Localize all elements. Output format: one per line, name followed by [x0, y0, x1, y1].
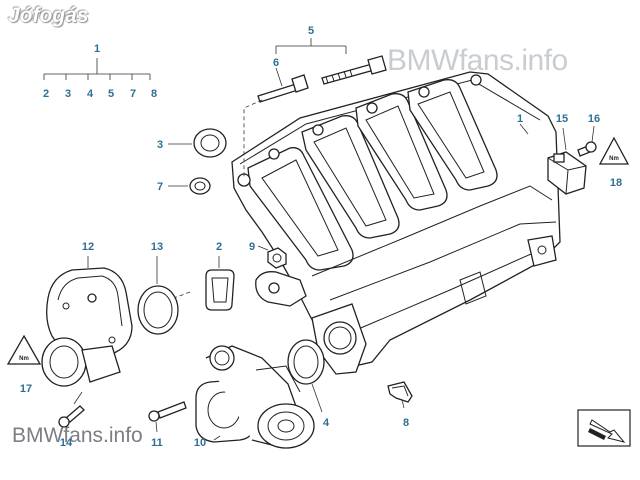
- callout-sub-3: 3: [65, 88, 71, 100]
- svg-text:Nm: Nm: [609, 156, 619, 162]
- sensor-15: [547, 127, 587, 195]
- screw-16: [577, 125, 597, 157]
- rectangular-seal-2: [205, 256, 235, 311]
- callout-sub-8: 8: [151, 88, 157, 100]
- callout-1: 1: [517, 113, 523, 125]
- group-bracket-1: [43, 58, 151, 80]
- bolt-5: [321, 55, 387, 85]
- gasket-ring-4: [287, 339, 325, 413]
- callout-9: 9: [249, 241, 255, 253]
- seal-ring-7: [168, 177, 211, 195]
- watermark-top: BMWfans.info: [387, 44, 568, 77]
- callout-7: 7: [157, 181, 163, 193]
- gasket-13: [137, 256, 179, 335]
- next-page-arrow-icon[interactable]: [577, 409, 631, 447]
- callout-sub-2: 2: [43, 88, 49, 100]
- callout-3: 3: [157, 139, 163, 151]
- callout-sub-5: 5: [108, 88, 114, 100]
- callout-16: 16: [588, 113, 600, 125]
- bolt-14: [58, 391, 85, 428]
- callout-sub-4: 4: [87, 88, 94, 100]
- callout-12: 12: [82, 241, 94, 253]
- callout-14: 14: [60, 437, 73, 449]
- bolt-11: [148, 401, 187, 433]
- torque-symbol-18: Nm: [598, 136, 630, 165]
- callout-10: 10: [194, 437, 206, 449]
- clip-8: [387, 381, 413, 409]
- callout-11: 11: [151, 437, 163, 449]
- callout-2: 2: [216, 241, 222, 253]
- callout-sub-7: 7: [130, 88, 136, 100]
- seal-ring-3: [168, 128, 227, 158]
- callout-8: 8: [403, 417, 409, 429]
- callout-13: 13: [151, 241, 163, 253]
- callout-18: 18: [610, 177, 622, 189]
- intake-manifold: [231, 71, 561, 375]
- nut-9: [257, 245, 287, 269]
- throttle-housing-12: [41, 256, 133, 387]
- torque-symbol-17: Nm: [6, 334, 42, 365]
- svg-text:Nm: Nm: [19, 356, 29, 362]
- bolt-6: [257, 67, 309, 103]
- callout-group-1: 1: [94, 43, 100, 55]
- callout-4: 4: [323, 417, 330, 429]
- throttle-body-10: [195, 345, 315, 449]
- callout-group-5: 5: [308, 25, 314, 37]
- callout-6: 6: [273, 57, 279, 69]
- watermark-bottom: BMWfans.info: [12, 424, 143, 447]
- callout-15: 15: [556, 113, 568, 125]
- jofogas-logo: Jófogás: [8, 4, 89, 27]
- alignment-line-bolt-6: [243, 99, 263, 178]
- callout-17: 17: [20, 383, 32, 395]
- group-bracket-5: [275, 38, 347, 54]
